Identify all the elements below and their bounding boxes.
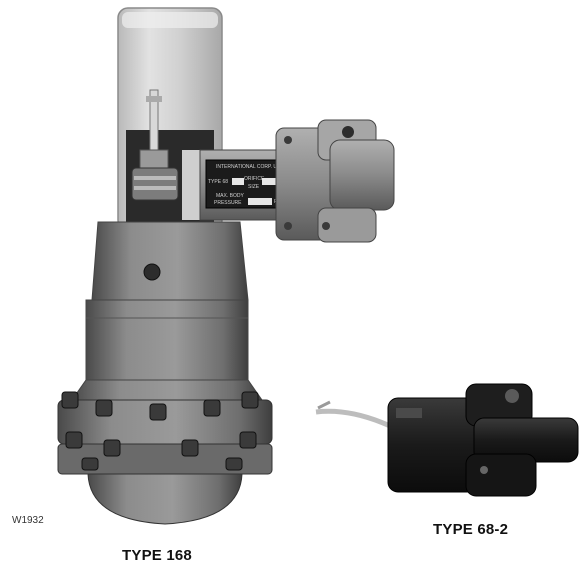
figure-code: W1932 xyxy=(12,515,44,526)
type-168-device: INTERNATIONAL CORP. U.S.A. TYPE 68 ORIFI… xyxy=(57,7,395,525)
caption-type-68-2: TYPE 68-2 xyxy=(433,521,509,538)
nameplate-orifice: ORIFICE xyxy=(244,176,265,182)
nameplate-size: SIZE xyxy=(248,184,260,190)
nameplate-max-body: MAX. BODY xyxy=(216,193,244,199)
nameplate-pressure: PRESSURE xyxy=(214,200,242,206)
nameplate-type: TYPE 68 xyxy=(208,179,228,185)
nameplate-maker: INTERNATIONAL CORP. U.S.A. xyxy=(216,164,288,170)
caption-type-168: TYPE 168 xyxy=(122,547,192,564)
type-68-2-device xyxy=(315,383,579,497)
